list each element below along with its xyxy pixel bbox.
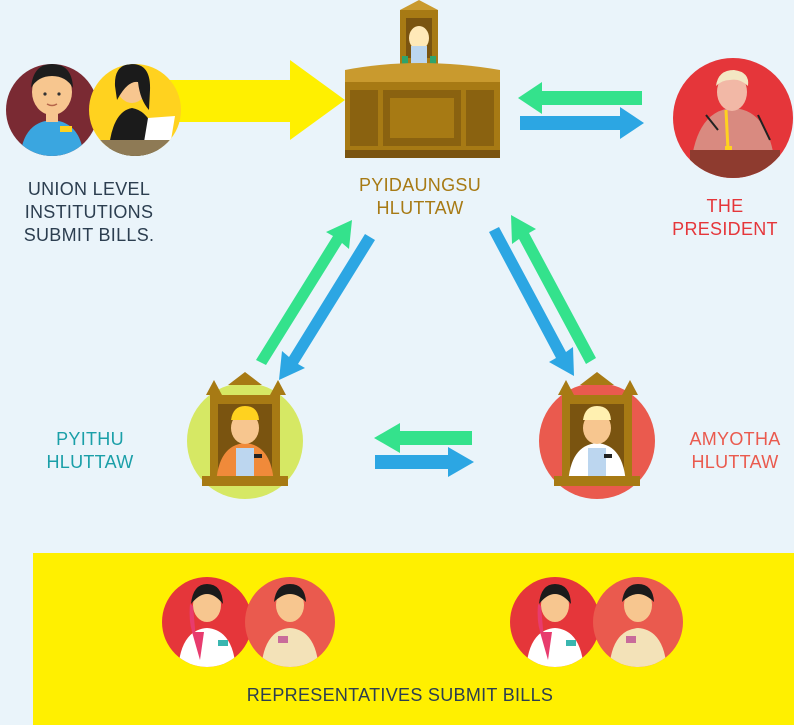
amyotha-label-line2: HLUTTAW [691, 452, 779, 472]
arrow-amyotha-to-pyidaungsu [511, 215, 596, 364]
representative-man-icon-1 [245, 577, 335, 667]
arrow-pyidaungsu-to-president [520, 107, 644, 139]
pyidaungsu-hluttaw-assembly-icon [345, 0, 500, 158]
arrow-president-to-pyidaungsu [518, 82, 642, 114]
union-institutions-label: UNION LEVEL INSTITUTIONS SUBMIT BILLS. [14, 178, 164, 247]
arrow-pyidaungsu-to-amyotha [489, 227, 574, 376]
union-label-line3: SUBMIT BILLS. [23, 225, 155, 245]
president-label: THE PRESIDENT [665, 195, 785, 241]
pyithu-hluttaw-speaker-icon [187, 372, 303, 499]
arrow-pyithu-to-pyidaungsu [256, 220, 352, 365]
arrow-pyithu-to-amyotha [375, 447, 474, 477]
arrow-pyidaungsu-to-pyithu [279, 234, 375, 380]
amyotha-hluttaw-label: AMYOTHA HLUTTAW [676, 428, 794, 474]
union-label-line2: INSTITUTIONS [24, 202, 154, 222]
pyithu-label-line2: HLUTTAW [46, 452, 134, 472]
pyithu-hluttaw-label: PYITHU HLUTTAW [40, 428, 140, 474]
president-icon [673, 58, 793, 178]
president-label-line2: PRESIDENT [672, 219, 778, 239]
arrow-amyotha-to-pyithu [374, 423, 472, 453]
president-label-line1: THE [706, 196, 744, 216]
representative-woman-icon-1 [162, 577, 252, 667]
pyidaungsu-label-line1: PYIDAUNGSU [358, 175, 482, 195]
representative-man-icon-2 [593, 577, 683, 667]
union-official-woman-icon [89, 64, 181, 156]
submit-arrow-yellow [150, 60, 345, 140]
amyotha-hluttaw-speaker-icon [539, 372, 655, 499]
representative-woman-icon-2 [510, 577, 600, 667]
representatives-submit-bills-label: REPRESENTATIVES SUBMIT BILLS [246, 685, 554, 705]
pyithu-label-line1: PYITHU [56, 429, 124, 449]
union-official-man-icon [6, 64, 98, 156]
pyidaungsu-label-line2: HLUTTAW [376, 198, 464, 218]
amyotha-label-line1: AMYOTHA [689, 429, 781, 449]
pyidaungsu-hluttaw-label: PYIDAUNGSU HLUTTAW [340, 174, 500, 220]
union-label-line1: UNION LEVEL [27, 179, 151, 199]
